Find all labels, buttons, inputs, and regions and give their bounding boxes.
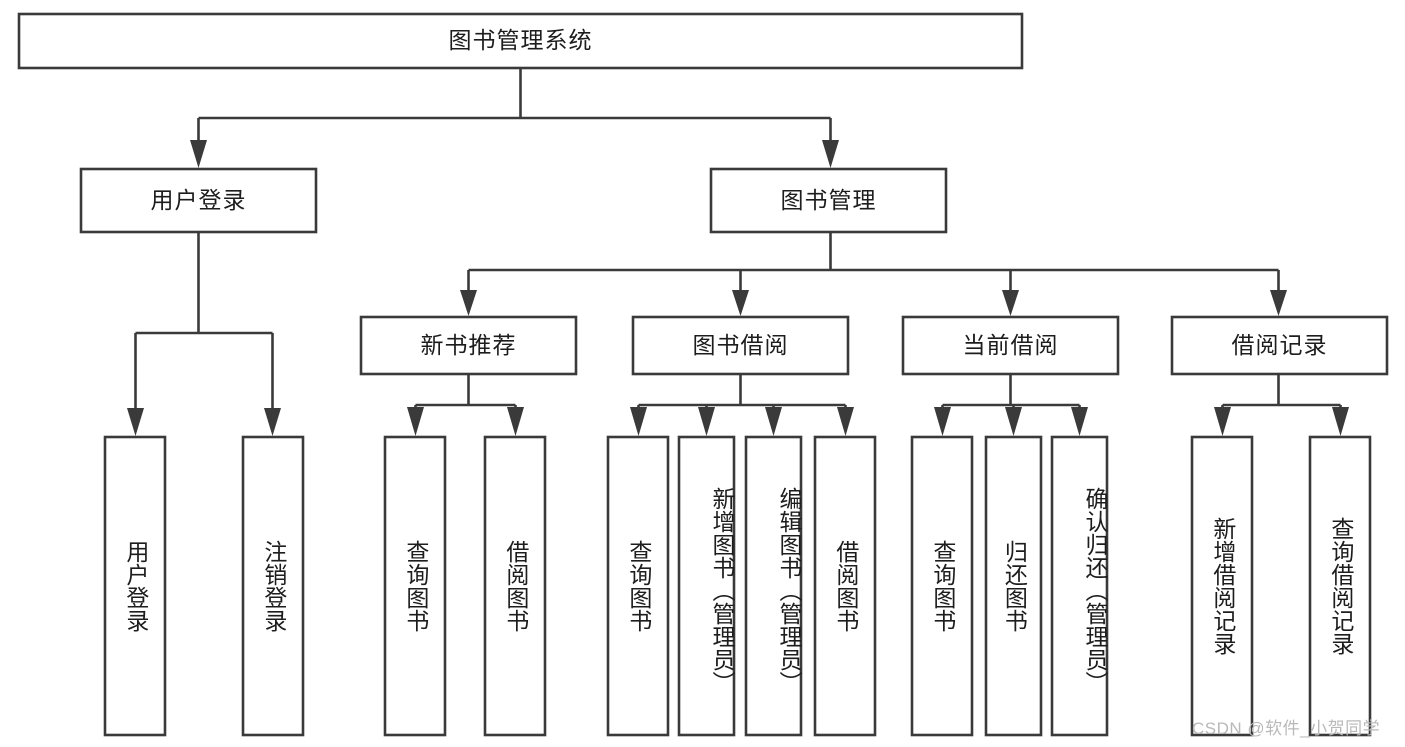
leaf-box-10[interactable] bbox=[1050, 435, 1109, 737]
arrowhead-current-borrow-leaf-3 bbox=[1071, 407, 1088, 436]
connector-group-book-mgmt bbox=[460, 232, 1287, 316]
arrowhead-current-borrow-leaf-2 bbox=[1005, 407, 1022, 436]
node-box-book-borrow[interactable] bbox=[631, 315, 850, 376]
node-box-user-login[interactable] bbox=[79, 167, 318, 234]
node-box-new-book-rec[interactable] bbox=[359, 315, 578, 376]
connector-group-new-book-rec bbox=[407, 374, 524, 436]
leaf-box-3[interactable] bbox=[483, 435, 547, 737]
arrowhead-book-borrow-leaf-1 bbox=[630, 407, 647, 436]
leaf-box-12[interactable] bbox=[1308, 435, 1372, 737]
arrowhead-book-borrow-leaf-4 bbox=[837, 407, 854, 436]
arrowhead-to-current-borrow bbox=[1002, 290, 1019, 316]
node-box-current-borrow[interactable] bbox=[901, 315, 1120, 376]
arrowhead-current-borrow-leaf-1 bbox=[934, 407, 951, 436]
connector-group-borrow-record bbox=[1214, 374, 1349, 436]
connector-group-user-login bbox=[127, 232, 281, 436]
leaf-box-8[interactable] bbox=[910, 435, 974, 737]
node-box-book-mgmt[interactable] bbox=[709, 167, 948, 234]
connector-group-current-borrow bbox=[934, 374, 1088, 436]
connector-group-root bbox=[190, 68, 839, 168]
arrowhead-user-login-leaf-1 bbox=[127, 408, 144, 436]
leaf-box-5[interactable] bbox=[677, 435, 736, 737]
arrowhead-to-book-borrow bbox=[732, 290, 749, 316]
arrowhead-book-borrow-leaf-3 bbox=[765, 407, 782, 436]
leaf-box-11[interactable] bbox=[1190, 435, 1254, 737]
leaf-box-2[interactable] bbox=[383, 435, 447, 737]
node-box-root[interactable] bbox=[17, 12, 1024, 70]
leaf-box-6[interactable] bbox=[744, 435, 803, 737]
leaf-box-9[interactable] bbox=[984, 435, 1043, 737]
arrowhead-user-login-leaf-2 bbox=[264, 408, 281, 436]
arrowhead-new-book-rec-leaf-2 bbox=[507, 407, 524, 436]
leaf-box-7[interactable] bbox=[813, 435, 877, 737]
arrowhead-to-borrow-record bbox=[1270, 290, 1287, 316]
arrowhead-borrow-record-leaf-1 bbox=[1214, 407, 1231, 436]
connector-group-book-borrow bbox=[630, 374, 854, 436]
arrowhead-new-book-rec-leaf-1 bbox=[407, 407, 424, 436]
arrowhead-to-book-mgmt bbox=[822, 140, 839, 168]
node-box-borrow-record[interactable] bbox=[1170, 315, 1389, 376]
leaf-box-4[interactable] bbox=[606, 435, 670, 737]
arrowhead-to-new-book-rec bbox=[460, 290, 477, 316]
arrowhead-borrow-record-leaf-2 bbox=[1332, 407, 1349, 436]
leaf-box-1[interactable] bbox=[241, 435, 305, 737]
arrowhead-to-user-login bbox=[190, 140, 207, 168]
arrowhead-book-borrow-leaf-2 bbox=[698, 407, 715, 436]
leaf-box-0[interactable] bbox=[103, 435, 167, 737]
